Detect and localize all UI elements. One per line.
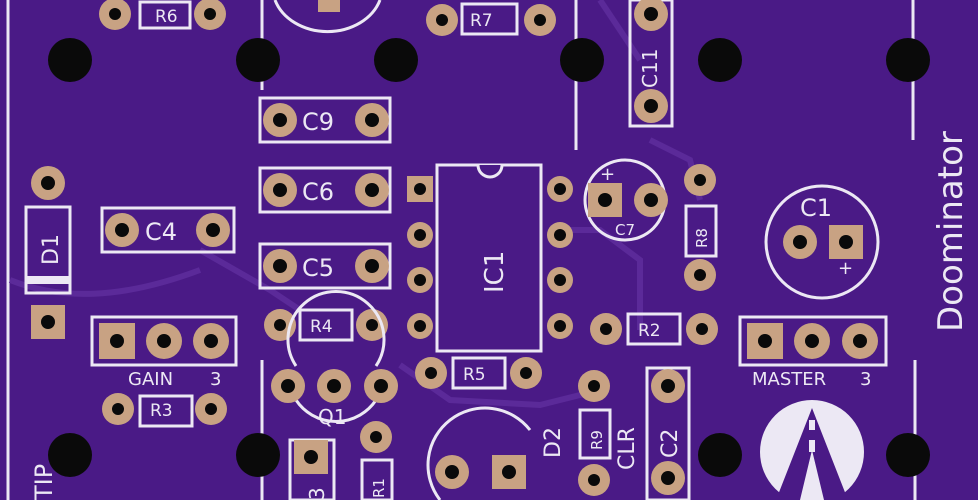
resistor-r7: R7 [426, 2, 556, 36]
capacitor-c9: C9 [258, 96, 392, 144]
resistor-r5: R5 [415, 356, 542, 390]
label-q1: Q1 [318, 405, 346, 429]
diode-d1: D1 [24, 166, 72, 339]
label-c5: C5 [302, 254, 334, 282]
gain-label: GAIN [128, 369, 173, 390]
master-header: MASTER 3 [738, 315, 888, 390]
label-r3: R3 [150, 401, 173, 421]
label-fragment-tip: TIP [30, 464, 58, 500]
label-r1: R1 [370, 478, 388, 498]
resistor-r1: R1 [360, 421, 394, 500]
label-c2: C2 [658, 429, 683, 458]
master-number: 3 [860, 369, 871, 390]
master-label: MASTER [752, 369, 826, 390]
resistor-r9: R9 CLR [578, 370, 640, 496]
capacitor-c11: C11 [628, 0, 674, 128]
label-d2: D2 [541, 427, 566, 458]
label-ic1: IC1 [480, 251, 510, 293]
label-c9: C9 [302, 108, 334, 136]
label-c7: C7 [615, 221, 635, 239]
partial-part-3: 3 [288, 438, 336, 500]
ic-ic1: IC1 [407, 163, 573, 353]
label-r5: R5 [463, 365, 486, 385]
label-c11: C11 [638, 49, 662, 88]
label-r2: R2 [638, 321, 661, 341]
label-c1-plus: + [838, 258, 853, 279]
gain-number: 3 [210, 369, 221, 390]
resistor-r8: R8 [684, 164, 718, 291]
capacitor-c2: C2 [645, 366, 691, 500]
clr-label: CLR [615, 427, 640, 470]
mounting-holes [48, 38, 930, 477]
label-r9: R9 [588, 430, 606, 450]
label-r7: R7 [470, 11, 493, 31]
label-d1: D1 [39, 234, 64, 265]
label-c6: C6 [302, 178, 334, 206]
resistor-r3: R3 [102, 393, 227, 428]
label-c1: C1 [800, 194, 832, 222]
label-c4: C4 [145, 218, 177, 246]
gain-header: GAIN 3 [90, 315, 238, 390]
label-fragment-3: 3 [305, 487, 329, 500]
transistor-q1: Q1 [271, 289, 398, 429]
label-r8: R8 [693, 228, 711, 248]
capacitor-c4: C4 [100, 206, 236, 254]
capacitor-c1: C1 + [764, 184, 880, 300]
resistor-r2: R2 [590, 312, 718, 346]
brand-label: Doominator [931, 131, 971, 332]
label-r6: R6 [155, 7, 178, 27]
label-c7-plus: + [600, 164, 615, 185]
led-d2: D2 [426, 406, 566, 500]
capacitor-c6: C6 [258, 166, 392, 214]
resistor-r6: R6 [99, 0, 226, 30]
capacitor-c5: C5 [258, 242, 392, 290]
top-circle-part [273, 0, 382, 34]
label-r4: R4 [310, 317, 333, 337]
road-logo-icon [760, 400, 864, 500]
capacitor-c7: + C7 [583, 158, 668, 242]
